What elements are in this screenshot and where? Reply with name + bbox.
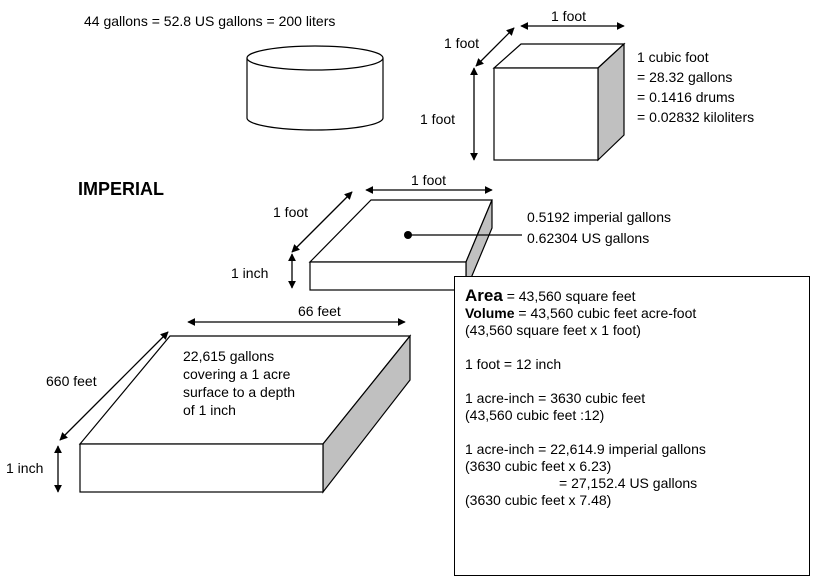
acre-dim-side-label: 660 feet xyxy=(46,373,97,389)
acre-dim-top-label: 66 feet xyxy=(298,303,341,319)
slab-info-line-1: 0.5192 imperial gallons xyxy=(527,209,671,225)
drum-cylinder xyxy=(246,45,384,131)
volume-value: = 43,560 cubic feet acre-foot xyxy=(514,305,697,321)
volume-note: (43,560 square feet x 1 foot) xyxy=(465,322,641,338)
cubic-info-line-4: = 0.02832 kiloliters xyxy=(637,109,754,125)
cubic-foot-box xyxy=(492,42,626,162)
acre-inch-us-note: (3630 cubic feet x 7.48) xyxy=(465,492,612,508)
acre-inch-cubic-note: (43,560 cubic feet :12) xyxy=(465,407,605,423)
cubic-dim-side-arrow xyxy=(475,27,515,67)
acre-inch-imperial-note: (3630 cubic feet x 6.23) xyxy=(465,458,612,474)
acre-inch-cubic-line: 1 acre-inch = 3630 cubic feet xyxy=(465,390,646,406)
acre-info-line-4: of 1 inch xyxy=(183,402,236,418)
conversion-info-box: Area = 43,560 square feet Volume = 43,56… xyxy=(454,276,810,576)
area-line: Area = 43,560 square feet xyxy=(465,287,799,305)
spacer xyxy=(465,339,799,356)
cubic-info-line-1: 1 cubic foot xyxy=(637,49,709,65)
cubic-dim-top-label: 1 foot xyxy=(551,8,586,24)
cubic-info-line-2: = 28.32 gallons xyxy=(637,69,732,85)
slab-box xyxy=(308,199,493,291)
area-label: Area xyxy=(465,286,503,305)
slab-info-line-2: 0.62304 US gallons xyxy=(527,230,649,246)
cubic-info-line-3: = 0.1416 drums xyxy=(637,89,735,105)
cubic-dim-height-label: 1 foot xyxy=(420,111,455,127)
acre-dim-side-arrow xyxy=(59,331,169,441)
diagram-title: IMPERIAL xyxy=(78,179,164,199)
slab-dim-side-arrow xyxy=(291,191,353,253)
spacer xyxy=(465,424,799,441)
spacer xyxy=(465,373,799,390)
drum-caption: 44 gallons = 52.8 US gallons = 200 liter… xyxy=(84,13,335,29)
slab-dim-height-label: 1 inch xyxy=(231,265,268,281)
foot-inch-line: 1 foot = 12 inch xyxy=(465,356,562,372)
acre-info-line-3: surface to a depth xyxy=(183,384,295,400)
acre-dim-height-label: 1 inch xyxy=(6,460,43,476)
slab-dim-top-label: 1 foot xyxy=(411,172,446,188)
volume-line: Volume = 43,560 cubic feet acre-foot xyxy=(465,305,799,322)
acre-inch-us-line: = 27,152.4 US gallons xyxy=(559,475,698,491)
acre-info-line-1: 22,615 gallons xyxy=(183,348,274,364)
acre-inch-imperial-line: 1 acre-inch = 22,614.9 imperial gallons xyxy=(465,441,706,457)
area-value: = 43,560 square feet xyxy=(502,288,636,304)
volume-label: Volume xyxy=(465,305,515,321)
cubic-dim-side-label: 1 foot xyxy=(444,35,479,51)
acre-info-line-2: covering a 1 acre xyxy=(183,366,291,382)
slab-dim-side-label: 1 foot xyxy=(273,204,308,220)
